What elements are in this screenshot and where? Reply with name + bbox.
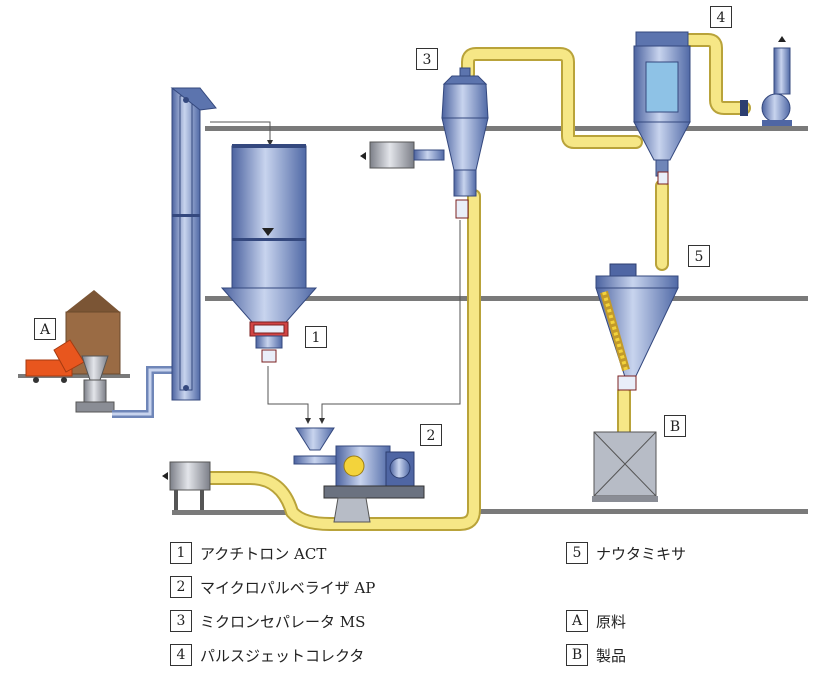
tag-2-pulverizer: 2: [420, 424, 442, 446]
pulse-jet-collector: [633, 31, 691, 185]
tag-4-collector: 4: [710, 6, 732, 28]
transfer-arrowheads: [267, 140, 325, 424]
legend-key: 2: [170, 576, 192, 598]
legend-label: アクチトロン ACT: [200, 544, 327, 563]
bucket-elevator: [170, 87, 217, 401]
legend-item-4: 4 パルスジェットコレクタ: [170, 644, 364, 666]
legend-key: B: [566, 644, 588, 666]
legend-item-b: B 製品: [566, 644, 626, 666]
floor-lines: [18, 126, 808, 515]
legend-key: 5: [566, 542, 588, 564]
floor-bottom-right: [470, 509, 808, 514]
legend-label: 原料: [596, 612, 627, 631]
tag-a-raw-material: A: [34, 318, 56, 340]
tag-b-product: B: [664, 415, 686, 437]
legend-key: A: [566, 610, 588, 632]
legend-item-3: 3 ミクロンセパレータ MS: [170, 610, 365, 632]
legend-key: 3: [170, 610, 192, 632]
legend-item-a: A 原料: [566, 610, 626, 632]
floor-bottom-left: [172, 510, 292, 515]
nauta-mixer: [595, 263, 679, 391]
legend-label: ミクロンセパレータ MS: [200, 612, 366, 631]
floor-ground-left: [18, 374, 130, 378]
floor-middle: [205, 296, 808, 301]
legend-item-5: 5 ナウタミキサ: [566, 542, 686, 564]
legend-item-2: 2 マイクロパルベライザ AP: [170, 576, 375, 598]
product-container: [592, 431, 658, 502]
legend-key: 4: [170, 644, 192, 666]
micro-pulverizer: [293, 427, 425, 523]
intake-unit-top: [360, 141, 445, 169]
tag-1-actitron: 1: [305, 326, 327, 348]
yellow-ducts: [203, 33, 751, 531]
legend-key: 1: [170, 542, 192, 564]
exhaust-fan: [740, 36, 792, 126]
intake-unit-bottom: [162, 461, 211, 510]
transfer-lines: [210, 121, 461, 420]
feed-hopper: [75, 355, 172, 418]
actitron-silo: [220, 144, 318, 363]
raw-material-cart: [25, 339, 85, 383]
legend-label: パルスジェットコレクタ: [200, 646, 365, 665]
legend-label: 製品: [596, 646, 627, 665]
micron-separator: [441, 67, 489, 219]
tag-5-mixer: 5: [688, 245, 710, 267]
tag-3-separator: 3: [416, 48, 438, 70]
legend-label: ナウタミキサ: [596, 544, 687, 563]
legend-item-1: 1 アクチトロン ACT: [170, 542, 326, 564]
floor-top: [205, 126, 808, 131]
legend-label: マイクロパルベライザ AP: [200, 578, 376, 597]
